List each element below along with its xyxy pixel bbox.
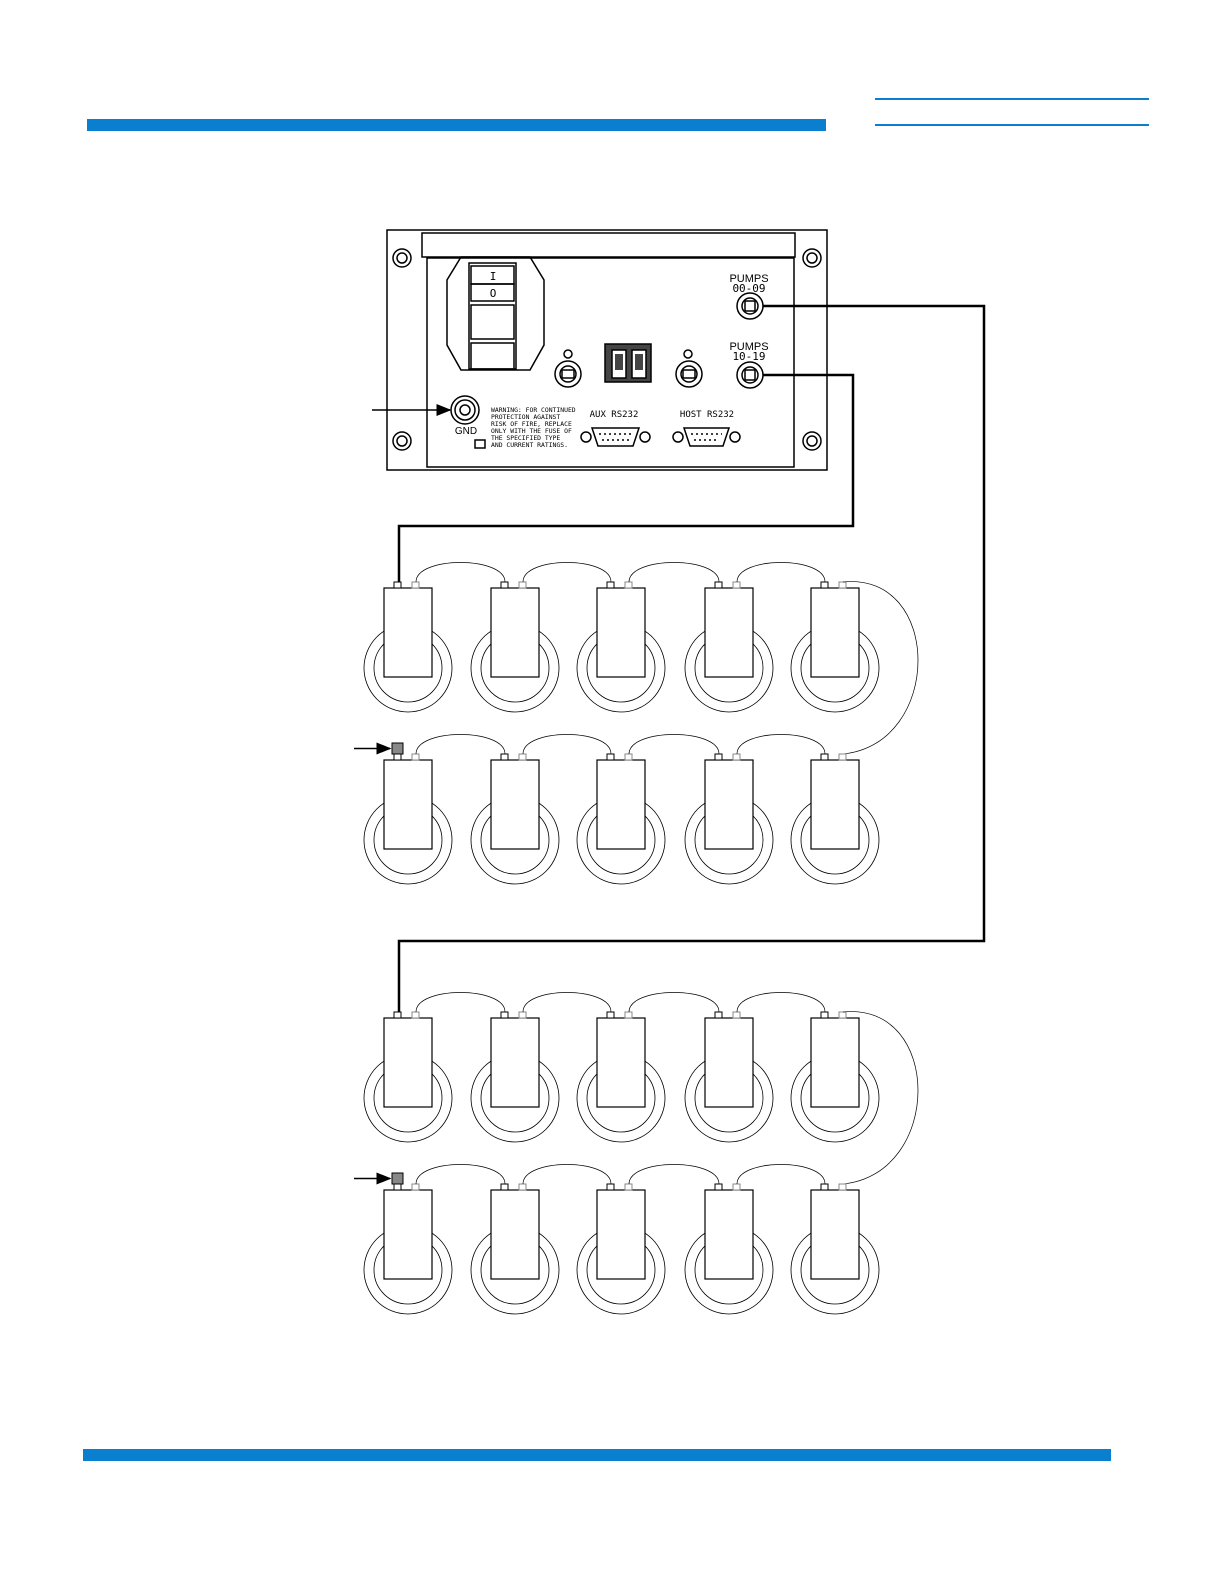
- aux-round-connector[interactable]: [555, 361, 581, 387]
- daisy-chain-cable: [523, 735, 611, 755]
- daisy-chain-cable: [629, 1165, 719, 1185]
- power-off-label: O: [490, 287, 497, 300]
- pump-unit[interactable]: [577, 582, 665, 712]
- warning-text: WARNING: FOR CONTINUED PROTECTION AGAINS…: [491, 406, 576, 449]
- pump-unit[interactable]: [364, 582, 452, 712]
- pump-unit[interactable]: [791, 1184, 879, 1314]
- pump-unit[interactable]: [791, 1012, 879, 1142]
- daisy-chain-cable: [523, 1165, 611, 1185]
- pumps-00-09-label-line2: 00-09: [732, 282, 765, 295]
- dip-switch[interactable]: [605, 344, 651, 382]
- fuse-holder[interactable]: [471, 305, 514, 339]
- daisy-chain-cable: [523, 563, 611, 583]
- daisy-chain-cable: [416, 563, 505, 583]
- pump-unit[interactable]: [791, 582, 879, 712]
- host-round-connector[interactable]: [676, 361, 702, 387]
- pump-unit[interactable]: [685, 1184, 773, 1314]
- pump-group: [354, 563, 918, 885]
- pump-unit[interactable]: [471, 1184, 559, 1314]
- daisy-chain-cable: [629, 735, 719, 755]
- daisy-chain-cable: [416, 735, 505, 755]
- daisy-chain-cable: [737, 993, 825, 1013]
- screw-icon: [393, 432, 411, 450]
- daisy-chain-cable: [737, 563, 825, 583]
- pumps-10-19-label-line2: 10-19: [732, 350, 765, 363]
- screw-icon: [803, 249, 821, 267]
- led-indicator-icon: [564, 350, 572, 358]
- daisy-chain-cable: [416, 993, 505, 1013]
- panel-top-lip: [422, 233, 795, 257]
- pump-unit[interactable]: [577, 1012, 665, 1142]
- pump-unit[interactable]: [791, 754, 879, 884]
- host-rs232-label: HOST RS232: [680, 410, 734, 420]
- pumps-00-09-connector[interactable]: [737, 293, 763, 319]
- daisy-chain-cable: [523, 993, 611, 1013]
- daisy-chain-cable: [737, 735, 825, 755]
- daisy-chain-cable: [737, 1165, 825, 1185]
- cable-pumps-10-19: [399, 375, 853, 586]
- power-on-label: I: [490, 270, 497, 283]
- pump-unit[interactable]: [471, 754, 559, 884]
- led-indicator-icon: [684, 350, 692, 358]
- gnd-label: GND: [455, 426, 477, 437]
- pump-unit[interactable]: [471, 582, 559, 712]
- pump-array: [354, 563, 918, 1315]
- svg-text:AND CURRENT RATINGS.: AND CURRENT RATINGS.: [491, 441, 568, 449]
- terminator-icon: [392, 743, 403, 754]
- gnd-terminal[interactable]: [451, 396, 479, 424]
- label-plate: [475, 440, 485, 448]
- pump-unit[interactable]: [364, 754, 452, 884]
- pump-unit[interactable]: [577, 754, 665, 884]
- aux-rs232-label: AUX RS232: [590, 410, 639, 420]
- host-rs232-port[interactable]: [673, 428, 740, 446]
- terminator-icon: [392, 1173, 403, 1184]
- pump-unit[interactable]: [577, 1184, 665, 1314]
- pumps-10-19-connector[interactable]: [737, 362, 763, 388]
- pump-unit[interactable]: [364, 1012, 452, 1142]
- pump-unit[interactable]: [685, 1012, 773, 1142]
- pump-unit[interactable]: [471, 1012, 559, 1142]
- pump-group: [354, 993, 918, 1315]
- screw-icon: [393, 249, 411, 267]
- pump-unit[interactable]: [685, 582, 773, 712]
- daisy-chain-cable: [416, 1165, 505, 1185]
- aux-rs232-port[interactable]: [581, 428, 650, 446]
- pump-unit[interactable]: [364, 1184, 452, 1314]
- screw-icon: [803, 432, 821, 450]
- daisy-chain-cable: [629, 993, 719, 1013]
- pump-unit[interactable]: [685, 754, 773, 884]
- daisy-chain-cable: [629, 563, 719, 583]
